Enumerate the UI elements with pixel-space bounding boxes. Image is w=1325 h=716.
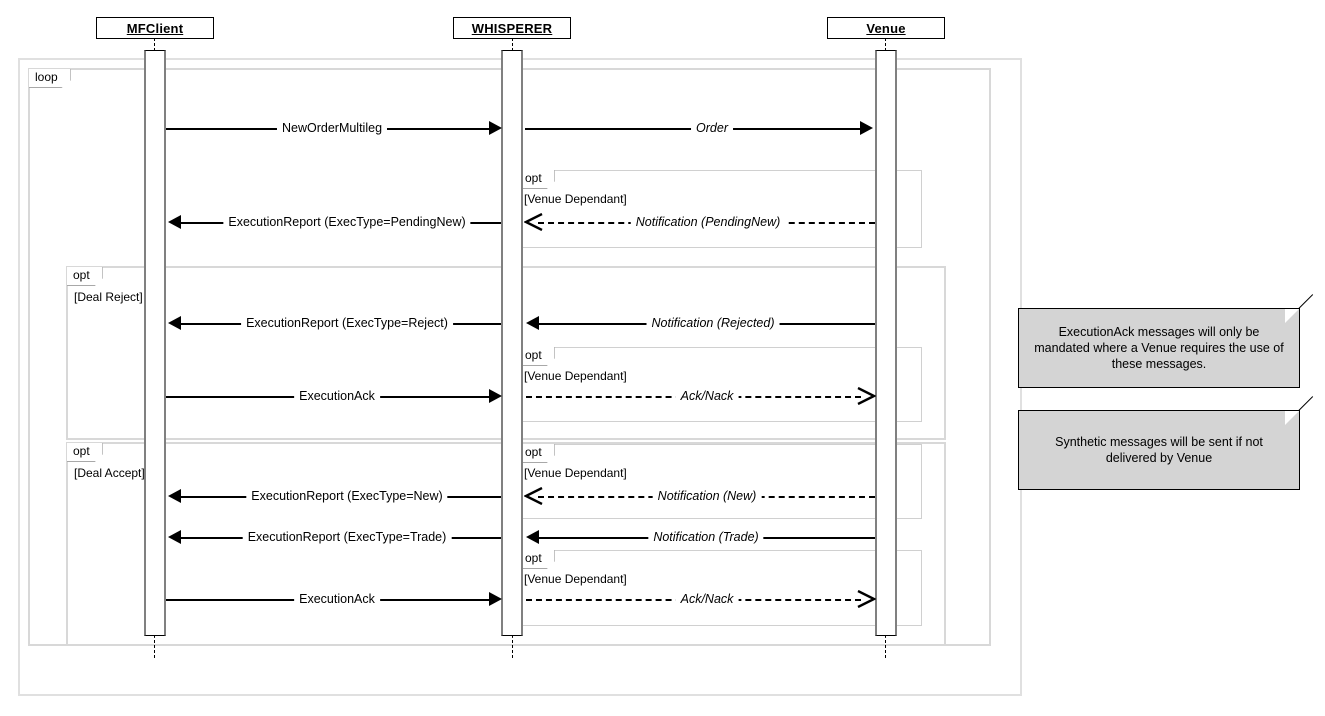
message-label-executionreport-pendingnew: ExecutionReport (ExecType=PendingNew): [223, 215, 471, 229]
lifeline-label-mfclient: MFClient: [126, 20, 184, 36]
note-fold-line-2: [1298, 396, 1314, 411]
message-label-notification-pendingnew: Notification (PendingNew): [630, 215, 786, 229]
arrowhead-open-right-m8: [857, 387, 876, 405]
note-fold-corner-icon-2: [1285, 411, 1299, 425]
fragment-opt-acknack-reject-guard: [Venue Dependant]: [524, 369, 627, 383]
note-synthetic: Synthetic messages will be sent if not d…: [1018, 396, 1314, 490]
fragment-opt-deal-reject-guard: [Deal Reject]: [74, 290, 143, 304]
fragment-opt-acknack-reject-operator: opt: [519, 347, 555, 366]
arrowhead-filled-right-m1: [489, 121, 502, 135]
arrowhead-filled-left-m10: [168, 489, 181, 503]
fragment-opt-deal-accept-operator: opt: [67, 443, 103, 462]
message-label-executionreport-new: ExecutionReport (ExecType=New): [246, 489, 448, 503]
note-fold-line-1: [1298, 294, 1314, 309]
arrowhead-open-right-m14: [857, 590, 876, 608]
activation-bar-venue: [875, 50, 897, 636]
fragment-opt-pendingnew-guard: [Venue Dependant]: [524, 192, 627, 206]
fragment-opt-acknack-accept-guard: [Venue Dependant]: [524, 572, 627, 586]
message-label-executionack-accept-path: ExecutionAck: [294, 592, 380, 606]
fragment-opt-notification-new-guard: [Venue Dependant]: [524, 466, 627, 480]
arrowhead-filled-left-m12: [168, 530, 181, 544]
activation-bar-whisperer: [501, 50, 523, 636]
message-label-executionreport-reject: ExecutionReport (ExecType=Reject): [241, 316, 453, 330]
fragment-opt-venue-dependant-pendingnew: opt [Venue Dependant]: [519, 170, 922, 248]
lifeline-header-whisperer[interactable]: WHISPERER: [453, 17, 571, 39]
arrowhead-open-left-m9: [524, 487, 543, 505]
lifeline-header-venue[interactable]: Venue: [827, 17, 945, 39]
message-label-executionreport-trade: ExecutionReport (ExecType=Trade): [242, 530, 452, 544]
message-label-notification-rejected: Notification (Rejected): [646, 316, 780, 330]
arrowhead-filled-left-m11: [526, 530, 539, 544]
activation-bar-mfclient: [144, 50, 166, 636]
note-synthetic-body: Synthetic messages will be sent if not d…: [1019, 411, 1299, 489]
message-label-notification-trade: Notification (Trade): [648, 530, 764, 544]
note-synthetic-text: Synthetic messages will be sent if not d…: [1055, 435, 1263, 465]
fragment-opt-pendingnew-operator: opt: [519, 170, 555, 189]
lifeline-header-mfclient[interactable]: MFClient: [96, 17, 214, 39]
note-executionack-text: ExecutionAck messages will only be manda…: [1034, 325, 1284, 371]
fragment-opt-venue-dependant-new: opt [Venue Dependant]: [519, 444, 922, 519]
arrowhead-filled-right-m7: [489, 389, 502, 403]
lifeline-label-whisperer: WHISPERER: [471, 20, 553, 36]
fragment-opt-deal-reject-operator: opt: [67, 267, 103, 286]
fragment-opt-acknack-accept-operator: opt: [519, 550, 555, 569]
fragment-opt-venue-dependant-acknack-reject: opt [Venue Dependant]: [519, 347, 922, 422]
arrowhead-filled-left-m6: [168, 316, 181, 330]
message-label-notification-new: Notification (New): [652, 489, 762, 503]
fragment-opt-notification-new-operator: opt: [519, 444, 555, 463]
arrowhead-filled-left-m4: [168, 215, 181, 229]
note-executionack: ExecutionAck messages will only be manda…: [1018, 294, 1314, 388]
fragment-opt-deal-accept-guard: [Deal Accept]: [74, 466, 145, 480]
fragment-loop-operator: loop: [29, 69, 71, 88]
arrowhead-filled-right-m2: [860, 121, 873, 135]
message-label-acknack-accept-path: Ack/Nack: [675, 592, 739, 606]
arrowhead-filled-right-m13: [489, 592, 502, 606]
note-fold-corner-icon-1: [1285, 309, 1299, 323]
fragment-opt-venue-dependant-acknack-accept: opt [Venue Dependant]: [519, 550, 922, 626]
message-label-order: Order: [691, 121, 733, 135]
arrowhead-open-left-m3: [524, 213, 543, 231]
arrowhead-filled-left-m5: [526, 316, 539, 330]
message-label-executionack-reject-path: ExecutionAck: [294, 389, 380, 403]
message-label-new-order-multileg: NewOrderMultileg: [276, 121, 388, 135]
lifeline-label-venue: Venue: [866, 20, 906, 36]
note-executionack-body: ExecutionAck messages will only be manda…: [1019, 309, 1299, 387]
message-label-acknack-reject-path: Ack/Nack: [675, 389, 739, 403]
